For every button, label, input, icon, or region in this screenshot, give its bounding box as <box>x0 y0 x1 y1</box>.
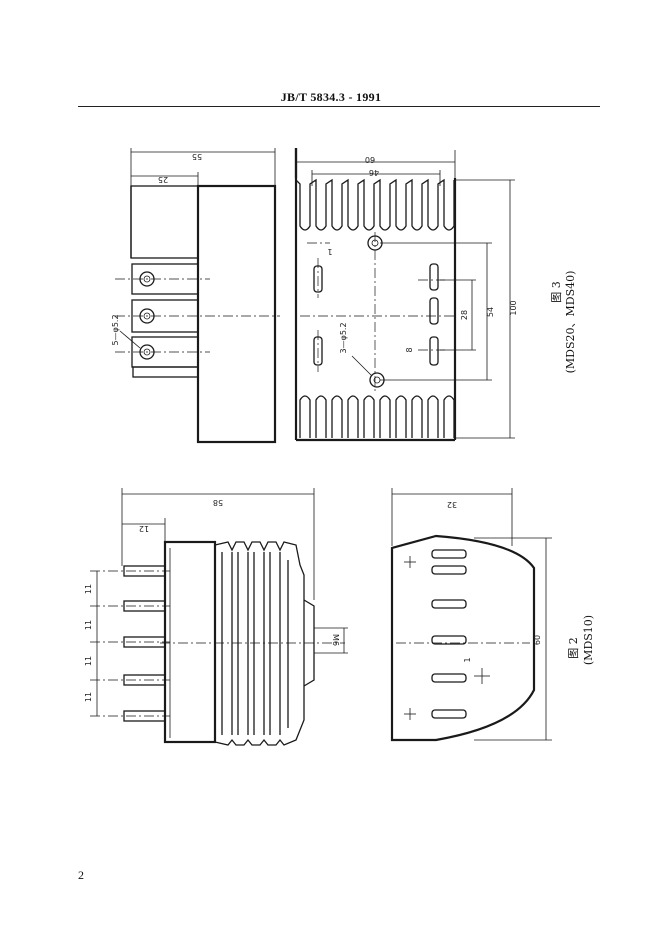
fig3-lower-fins <box>299 395 455 438</box>
fig3-terminal-block <box>130 185 199 259</box>
fig3-dim-46: 46 <box>369 168 379 177</box>
fig3-body-outline <box>196 184 277 444</box>
fig3-dim-25: 25 <box>158 175 168 184</box>
standard-header: JB/T 5834.3 - 1991 <box>280 90 382 104</box>
fig2-dim-11: 11 <box>84 656 93 666</box>
fig2-front-view <box>390 488 552 742</box>
fig3-hole-callout-5: 5—φ5.2 <box>111 314 120 345</box>
fig2-dim-60: 60 <box>533 635 542 645</box>
fig3-dim-28: 28 <box>460 310 469 320</box>
fig3-dim-100: 100 <box>509 300 518 315</box>
fig2-side-view <box>90 488 348 746</box>
fig3-slot <box>429 297 439 325</box>
fig2-base-plate <box>163 540 217 744</box>
fig2-dim-58: 58 <box>213 498 223 507</box>
fig3-caption-title: 图 3 <box>550 281 563 303</box>
fig3-slot <box>429 336 439 366</box>
fig2-dim-1: 1 <box>463 657 472 662</box>
fig3-dim-60: 60 <box>365 155 375 164</box>
fig3-dim-1: 1 <box>327 247 332 256</box>
fig3-dim-54: 54 <box>486 307 495 317</box>
fig2-dim-11: 11 <box>84 584 93 594</box>
fig3-dim-8: 8 <box>405 347 414 352</box>
fig3-caption-models: (MDS20、MDS40) <box>564 271 577 374</box>
fig2-fins-outline <box>214 541 305 746</box>
fig3-side-view <box>115 148 280 444</box>
fig2-caption-models: (MDS10) <box>582 615 595 665</box>
fig2-thread-m6: M6 <box>331 634 340 646</box>
page-number: 2 <box>78 868 84 882</box>
fig2-slot <box>431 709 467 719</box>
fig2-front-outline <box>390 534 536 742</box>
header-rule <box>78 106 600 107</box>
fig2-dim-32: 32 <box>447 500 457 509</box>
fig2-dim-11: 11 <box>84 692 93 702</box>
fig2-slot <box>431 673 467 683</box>
fig3-slot <box>429 263 439 291</box>
fig2-caption-title: 图 2 <box>567 637 580 659</box>
fig3-hole-callout-3: 3—φ5.2 <box>339 322 348 353</box>
fig2-slot <box>431 599 467 609</box>
fig2-dim-11: 11 <box>84 620 93 630</box>
fig2-slot <box>431 635 467 645</box>
fig3-upper-fins <box>295 178 455 231</box>
fig2-dim-12: 12 <box>139 524 149 533</box>
fig2-slot <box>431 549 467 559</box>
fig3-dim-55: 55 <box>192 152 202 161</box>
fig3-heatsink-view <box>294 148 515 442</box>
fig2-slot <box>431 565 467 575</box>
